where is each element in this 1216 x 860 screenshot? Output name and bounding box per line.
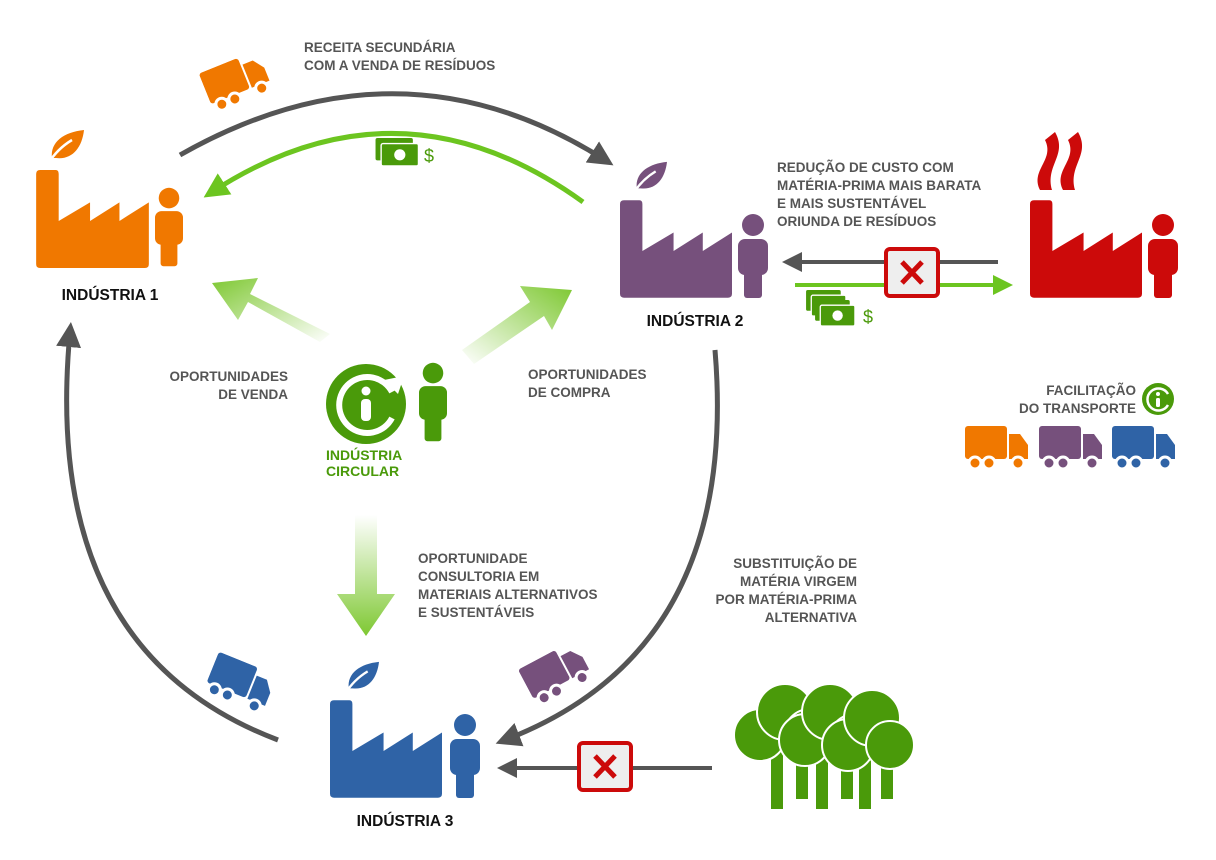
industry2-to-industry3-arc xyxy=(495,349,720,747)
industry-3-label: INDÚSTRIA 3 xyxy=(357,812,454,830)
note-line: RECEITA SECUNDÁRIA xyxy=(304,40,456,55)
payment-arc xyxy=(203,130,585,205)
note-line: OPORTUNIDADE xyxy=(418,551,528,566)
currency-symbol: $ xyxy=(424,146,434,166)
circular-label-line2: CIRCULAR xyxy=(326,463,399,479)
transport-label-line1: FACILITAÇÃO xyxy=(1046,383,1136,398)
consulting-note: OPORTUNIDADE CONSULTORIA EM MATERIAIS AL… xyxy=(418,551,598,620)
money-icon xyxy=(815,300,855,326)
circular-logo-icon xyxy=(326,364,406,444)
waste-sale-arc xyxy=(178,91,614,166)
note-line: COM A VENDA DE RESÍDUOS xyxy=(304,58,495,73)
truck-icon xyxy=(201,651,279,717)
smoke-icon xyxy=(1037,132,1083,190)
note-line: POR MATÉRIA-PRIMA xyxy=(716,592,858,607)
note-line: MATERIAIS ALTERNATIVOS xyxy=(418,587,598,602)
note-line: DE VENDA xyxy=(218,387,288,402)
industry-3 xyxy=(330,660,480,798)
truck-icon xyxy=(1039,426,1103,471)
note-line: OPORTUNIDADES xyxy=(169,369,288,384)
note-line: ORIUNDA DE RESÍDUOS xyxy=(777,214,936,229)
note-line: E SUSTENTÁVEIS xyxy=(418,605,534,620)
factory-icon xyxy=(1030,200,1142,298)
note-line: REDUÇÃO DE CUSTO COM xyxy=(777,160,954,175)
factory-icon xyxy=(36,170,149,268)
leaf-icon xyxy=(343,660,381,694)
note-line: SUBSTITUIÇÃO DE xyxy=(733,556,857,571)
blocked-icon xyxy=(884,247,940,298)
note-line: MATÉRIA VIRGEM xyxy=(740,574,857,589)
truck-icon xyxy=(198,49,275,116)
substitution-note: SUBSTITUIÇÃO DE MATÉRIA VIRGEM POR MATÉR… xyxy=(716,556,858,625)
forest-icon xyxy=(733,683,915,811)
note-line: ALTERNATIVA xyxy=(765,610,857,625)
industry-1-label: INDÚSTRIA 1 xyxy=(62,286,159,304)
currency-symbol: $ xyxy=(863,307,873,327)
industry-2 xyxy=(620,160,768,298)
money-icon xyxy=(375,138,419,166)
polluting-industry xyxy=(1030,132,1178,298)
person-icon xyxy=(419,362,447,442)
truck-icon xyxy=(1112,426,1176,471)
transport-label-line2: DO TRANSPORTE xyxy=(1019,401,1136,416)
sales-opportunity-note: OPORTUNIDADES DE VENDA xyxy=(169,369,288,402)
industry3-to-industry1-arc xyxy=(56,322,279,743)
circular-industry xyxy=(326,362,447,444)
note-line: DE COMPRA xyxy=(528,385,611,400)
factory-icon xyxy=(330,700,442,798)
purchase-opportunity-arrow xyxy=(462,286,572,364)
person-icon xyxy=(1148,214,1178,298)
truck-icon xyxy=(965,426,1029,471)
person-icon xyxy=(738,214,768,298)
purchase-opportunity-note: OPORTUNIDADES DE COMPRA xyxy=(528,367,647,400)
consulting-opportunity-arrow xyxy=(337,515,395,636)
cost-reduction-note: REDUÇÃO DE CUSTO COM MATÉRIA-PRIMA MAIS … xyxy=(777,160,981,229)
blocked-icon xyxy=(577,741,633,792)
industry-2-label: INDÚSTRIA 2 xyxy=(647,312,744,330)
leaf-icon xyxy=(46,128,86,164)
circular-logo-small-icon xyxy=(1142,383,1174,415)
secondary-revenue-note: RECEITA SECUNDÁRIA COM A VENDA DE RESÍDU… xyxy=(304,40,495,73)
note-line: MATÉRIA-PRIMA MAIS BARATA xyxy=(777,178,981,193)
factory-icon xyxy=(620,200,732,298)
leaf-icon xyxy=(631,160,669,194)
note-line: OPORTUNIDADES xyxy=(528,367,647,382)
note-line: CONSULTORIA EM xyxy=(418,569,539,584)
sales-opportunity-arrow xyxy=(212,278,330,342)
person-icon xyxy=(155,187,183,267)
circular-label-line1: INDÚSTRIA xyxy=(326,446,402,463)
note-line: E MAIS SUSTENTÁVEL xyxy=(777,196,926,211)
industry-1 xyxy=(36,128,183,268)
person-icon xyxy=(450,714,480,798)
